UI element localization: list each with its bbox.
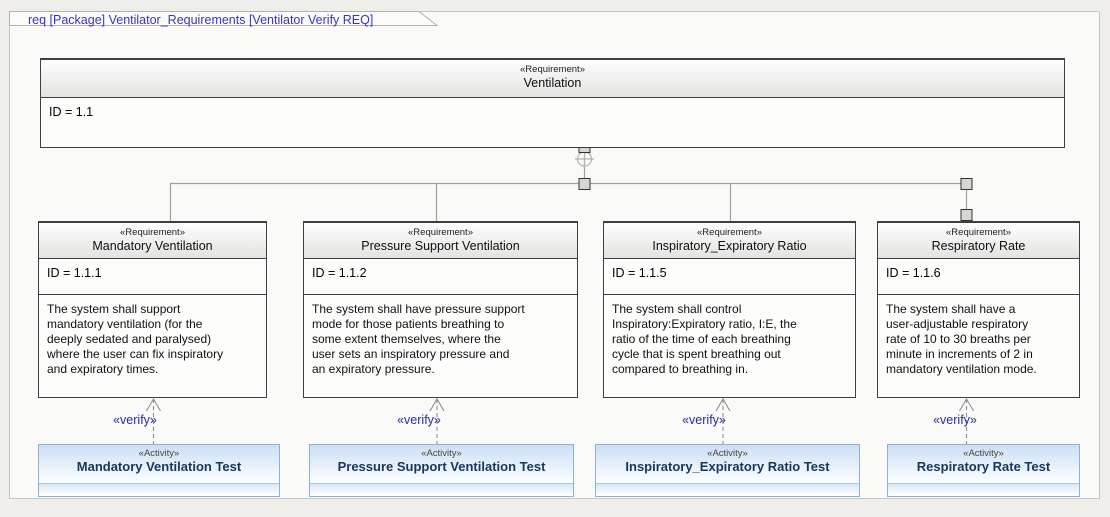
requirement-header: «Requirement» Ventilation	[41, 60, 1064, 98]
requirement-box-respiratory-rate[interactable]: «Requirement» Respiratory Rate ID = 1.1.…	[877, 221, 1080, 398]
activity-name: Respiratory Rate Test	[916, 459, 1051, 474]
stereotype-keyword: «Requirement»	[408, 227, 473, 238]
requirement-id: ID = 1.1.5	[604, 259, 855, 295]
requirement-text: The system shall have pressure support m…	[312, 302, 525, 376]
stereotype-keyword: «Requirement»	[520, 64, 585, 75]
activity-name: Mandatory Ventilation Test	[76, 459, 242, 474]
frame-title: req [Package] Ventilator_Requirements [V…	[28, 13, 374, 27]
requirement-header: «Requirement» Pressure Support Ventilati…	[304, 223, 577, 259]
requirement-id: ID = 1.1	[49, 105, 94, 119]
requirement-header: «Requirement» Respiratory Rate	[878, 223, 1079, 259]
verify-connector[interactable]	[146, 397, 974, 444]
requirement-name: Inspiratory_Expiratory Ratio	[652, 239, 807, 253]
requirement-id: ID = 1.1.1	[39, 259, 266, 295]
verify-label: «verify»	[397, 413, 441, 427]
stereotype-keyword: «Activity»	[707, 448, 748, 459]
requirement-name: Ventilation	[523, 76, 582, 90]
verify-label: «verify»	[113, 413, 157, 427]
frame-tab	[9, 11, 439, 26]
requirement-name: Pressure Support Ventilation	[361, 239, 520, 253]
requirement-box-pressure-support-ventilation[interactable]: «Requirement» Pressure Support Ventilati…	[303, 221, 578, 398]
activity-header: «Activity» Pressure Support Ventilation …	[310, 445, 573, 483]
requirement-id: ID = 1.1.2	[304, 259, 577, 295]
stereotype-keyword: «Requirement»	[697, 227, 762, 238]
requirement-name: Respiratory Rate	[931, 239, 1026, 253]
stereotype-keyword: «Activity»	[963, 448, 1004, 459]
activity-header: «Activity» Inspiratory_Expiratory Ratio …	[596, 445, 859, 483]
stereotype-keyword: «Requirement»	[120, 227, 185, 238]
activity-name: Pressure Support Ventilation Test	[337, 459, 546, 474]
activity-box-mandatory-ventilation-test[interactable]: «Activity» Mandatory Ventilation Test	[38, 444, 280, 497]
activity-box-inspiratory-expiratory-ratio-test[interactable]: «Activity» Inspiratory_Expiratory Ratio …	[595, 444, 860, 497]
verify-label: «verify»	[682, 413, 726, 427]
activity-empty-compartment	[39, 483, 279, 496]
activity-name: Inspiratory_Expiratory Ratio Test	[625, 459, 830, 474]
containment-connector[interactable]	[169, 148, 968, 221]
activity-empty-compartment	[310, 483, 573, 496]
stereotype-keyword: «Activity»	[138, 448, 180, 459]
activity-empty-compartment	[888, 483, 1079, 496]
requirement-box-inspiratory-expiratory-ratio[interactable]: «Requirement» Inspiratory_Expiratory Rat…	[603, 221, 856, 398]
activity-box-pressure-support-ventilation-test[interactable]: «Activity» Pressure Support Ventilation …	[309, 444, 574, 497]
requirement-header: «Requirement» Inspiratory_Expiratory Rat…	[604, 223, 855, 259]
requirement-id: ID = 1.1.6	[878, 259, 1079, 295]
selection-handle[interactable]	[578, 141, 973, 221]
requirement-text: The system shall have a user-adjustable …	[886, 302, 1037, 376]
verify-label: «verify»	[933, 413, 977, 427]
activity-box-respiratory-rate-test[interactable]: «Activity» Respiratory Rate Test	[887, 444, 1080, 497]
activity-header: «Activity» Mandatory Ventilation Test	[39, 445, 279, 483]
requirement-name: Mandatory Ventilation	[92, 239, 213, 253]
requirement-box-ventilation[interactable]: «Requirement» Ventilation ID = 1.1	[40, 58, 1065, 148]
requirement-header: «Requirement» Mandatory Ventilation	[39, 223, 266, 259]
activity-empty-compartment	[596, 483, 859, 496]
activity-header: «Activity» Respiratory Rate Test	[888, 445, 1079, 483]
stereotype-keyword: «Requirement»	[946, 227, 1011, 238]
requirement-text: The system shall support mandatory venti…	[47, 302, 224, 376]
verify-arrowhead-icon	[146, 397, 974, 412]
requirement-text: The system shall control Inspiratory:Exp…	[612, 302, 797, 376]
stereotype-keyword: «Activity»	[421, 448, 462, 459]
requirement-box-mandatory-ventilation[interactable]: «Requirement» Mandatory Ventilation ID =…	[38, 221, 267, 398]
